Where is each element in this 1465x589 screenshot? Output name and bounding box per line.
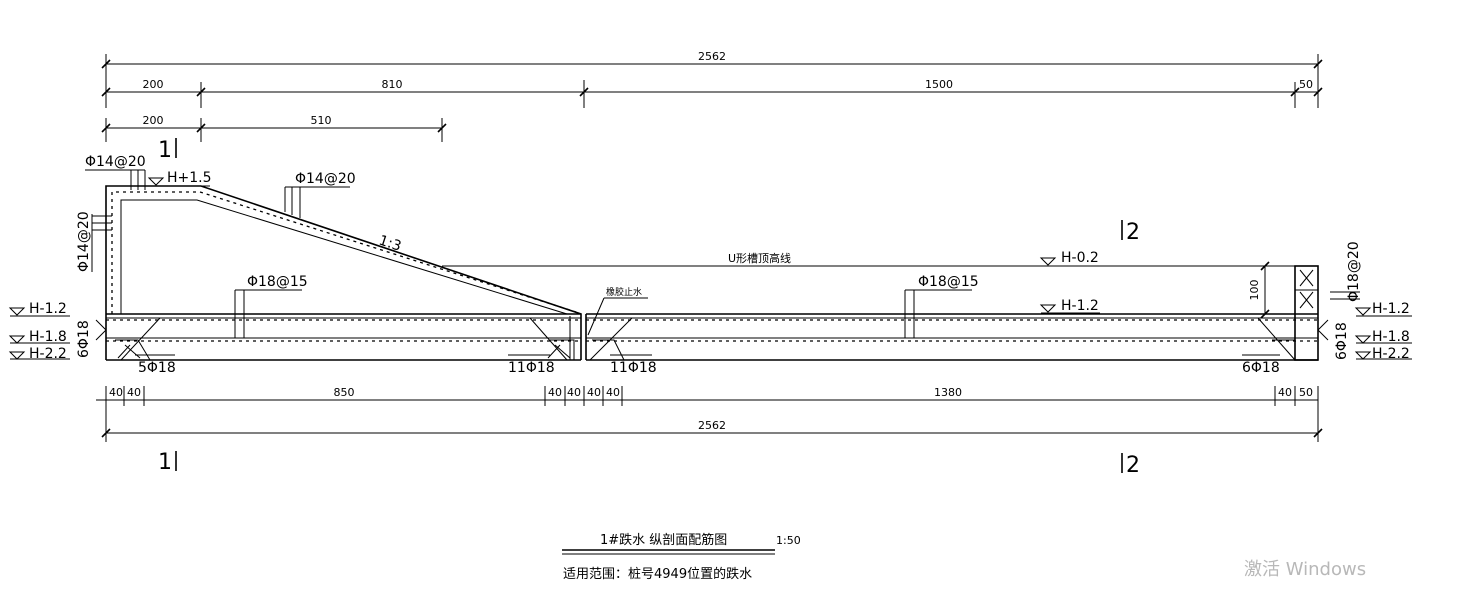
elev-right-1: H-1.2: [1372, 301, 1410, 317]
drawing-title: 1#跌水 纵剖面配筋图: [600, 532, 727, 548]
rebar-bottom-11b: 11Φ18: [610, 360, 657, 376]
top-dimension-chain: 2562 200 810 1500 50 200 510: [101, 50, 1323, 142]
dim-top-seg-2: 810: [382, 78, 403, 91]
drawing-scope: 适用范围：桩号4949位置的跌水: [563, 566, 752, 582]
drawing-scale: 1:50: [776, 534, 801, 547]
elev-u-top: H-0.2: [1061, 250, 1099, 266]
drop-structure: [105, 185, 582, 361]
dim-top-seg-1: 200: [143, 78, 164, 91]
dim-bottom-seg-7: 40: [606, 386, 620, 399]
rebar-floor-right: Φ18@15: [918, 274, 979, 290]
elev-left-3: H-2.2: [29, 346, 67, 362]
dim-top-total: 2562: [698, 50, 726, 63]
dim-bottom-seg-10: 50: [1299, 386, 1313, 399]
dim-height-100: 100: [1248, 280, 1261, 301]
section-mark-1-top: 1: [158, 138, 172, 163]
bottom-dimension-chain: 40 40 850 40 40 40 40 1380 40 50 2562: [96, 386, 1323, 442]
dim-bottom-seg-3: 850: [334, 386, 355, 399]
rebar-top-left: Φ14@20: [85, 154, 146, 170]
rebar-bottom-11a: 11Φ18: [508, 360, 555, 376]
dim-mid-seg-2: 510: [311, 114, 332, 127]
dim-bottom-seg-1: 40: [109, 386, 123, 399]
elev-left-1: H-1.2: [29, 301, 67, 317]
elevation-marks: H+1.5 H-1.2 H-1.8 H-2.2 H-1.2 H-1.8 H-2.…: [8, 170, 1412, 362]
windows-watermark: 激活 Windows: [1244, 559, 1366, 580]
elev-left-2: H-1.8: [29, 329, 67, 345]
elev-right-3: H-2.2: [1372, 346, 1410, 362]
dim-bottom-total: 2562: [698, 419, 726, 432]
dim-mid-seg-1: 200: [143, 114, 164, 127]
annotations: 1:3 U形槽顶高线 橡胶止水: [377, 233, 791, 336]
dim-top-seg-3: 1500: [925, 78, 953, 91]
waterstop-label: 橡胶止水: [606, 286, 642, 298]
rebar-right-wall: Φ18@20: [1346, 241, 1362, 302]
section-mark-1-bottom: 1: [158, 450, 172, 475]
title-block: 1#跌水 纵剖面配筋图 1:50 适用范围：桩号4949位置的跌水: [562, 532, 801, 582]
rebar-right-bottom-vertical: 6Φ18: [1334, 322, 1350, 360]
u-trough-structure: 100: [442, 261, 1319, 361]
rebar-bottom-6: 6Φ18: [1242, 360, 1280, 376]
dim-bottom-seg-2: 40: [127, 386, 141, 399]
section-mark-2-bottom: 2: [1126, 453, 1140, 478]
rebar-slope: Φ14@20: [295, 171, 356, 187]
rebar-left-bottom-vertical: 6Φ18: [76, 320, 92, 358]
dim-bottom-seg-5: 40: [567, 386, 581, 399]
section-marks: 1 2 1 2: [158, 138, 1140, 478]
rebar-labels: Φ14@20 Φ14@20 Φ14@20 Φ18@15 Φ18@15 Φ18@2…: [76, 154, 1362, 376]
elev-top-left: H+1.5: [167, 170, 212, 186]
elev-right-2: H-1.8: [1372, 329, 1410, 345]
section-mark-2-top: 2: [1126, 220, 1140, 245]
u-trough-label: U形槽顶高线: [728, 251, 791, 265]
slope-ratio: 1:3: [377, 233, 403, 255]
dim-bottom-seg-6: 40: [587, 386, 601, 399]
dim-bottom-seg-8: 1380: [934, 386, 962, 399]
dim-bottom-seg-4: 40: [548, 386, 562, 399]
dim-bottom-seg-9: 40: [1278, 386, 1292, 399]
rebar-floor-left: Φ18@15: [247, 274, 308, 290]
rebar-left-wall: Φ14@20: [76, 211, 92, 272]
elev-floor: H-1.2: [1061, 298, 1099, 314]
rebar-bottom-5: 5Φ18: [138, 360, 176, 376]
dim-top-seg-4: 50: [1299, 78, 1313, 91]
